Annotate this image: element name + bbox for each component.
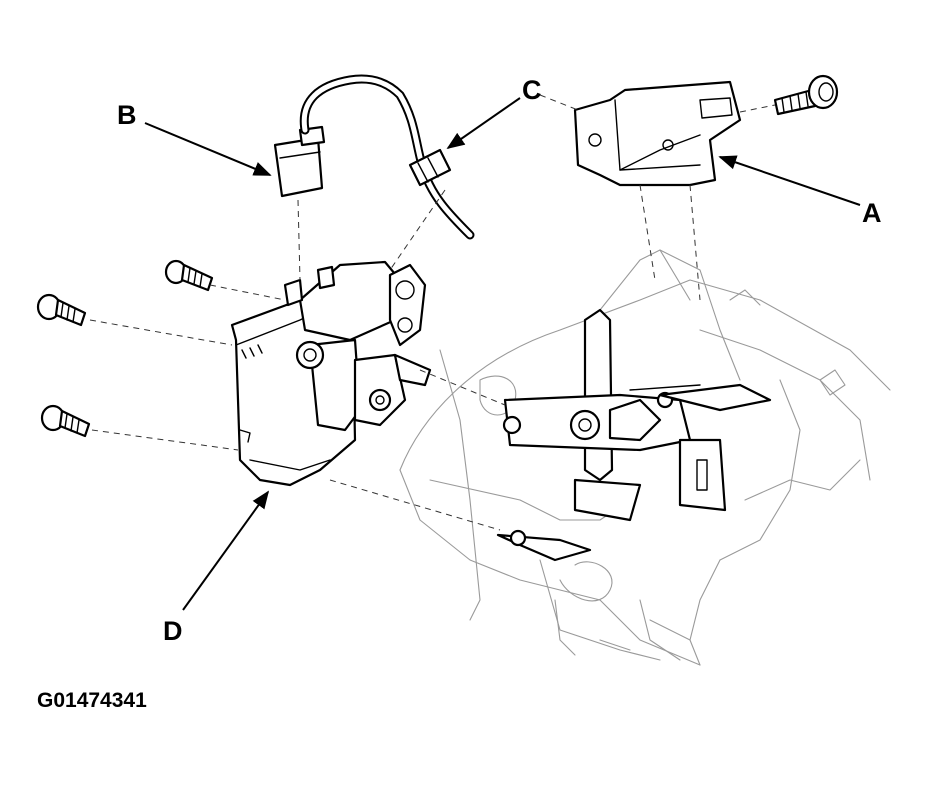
leader-arrow-d — [182, 490, 270, 611]
linkage-assembly — [496, 308, 772, 562]
callout-label-a: A — [862, 198, 882, 228]
background-dashboard-structure — [399, 249, 891, 666]
leader-arrow-a — [718, 155, 861, 206]
bolt-top-right — [773, 74, 839, 116]
figure-id: G01474341 — [37, 689, 147, 712]
callout-label-c: C — [522, 75, 542, 105]
callout-label-d: D — [163, 616, 183, 646]
screw-upper — [164, 259, 214, 292]
callout-label-b: B — [117, 100, 137, 130]
leader-arrow-b — [144, 122, 272, 176]
part-c-harness — [299, 74, 475, 240]
part-a-bracket — [573, 80, 742, 187]
part-d-actuator — [230, 260, 432, 487]
leader-arrow-c — [446, 97, 521, 150]
part-b-connector — [273, 125, 326, 198]
leader-arrows — [144, 97, 861, 611]
alignment-lines — [89, 94, 776, 531]
screw-middle — [36, 293, 87, 327]
screw-lower — [40, 404, 91, 438]
